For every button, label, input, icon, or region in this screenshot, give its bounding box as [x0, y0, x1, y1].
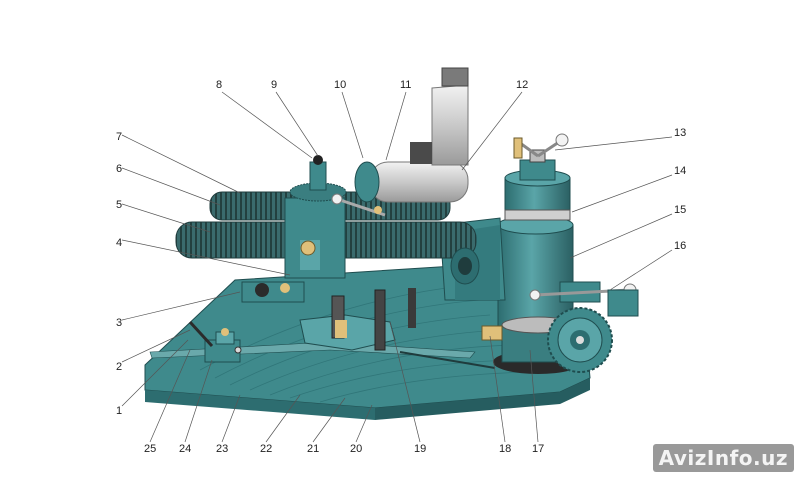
callout-5: 5: [116, 199, 122, 211]
callout-4: 4: [116, 237, 122, 249]
callout-17: 17: [532, 443, 544, 455]
callout-1: 1: [116, 405, 122, 417]
callout-7: 7: [116, 131, 122, 143]
feed-lever: [331, 193, 386, 217]
clamp-block: [241, 281, 305, 303]
watermark: AvizInfo.uz: [652, 444, 794, 472]
callout-21: 21: [307, 443, 319, 455]
top-handle: [513, 133, 569, 159]
callout-25: 25: [144, 443, 156, 455]
carriage-bracket: [299, 288, 416, 351]
left-clamp: [188, 320, 242, 363]
leader-lines: [121, 91, 673, 443]
callout-3: 3: [116, 317, 122, 329]
upper-gear: [289, 155, 347, 202]
callout-10: 10: [334, 79, 346, 91]
callout-11: 11: [400, 79, 411, 91]
callout-23: 23: [216, 443, 228, 455]
callout-24: 24: [179, 443, 191, 455]
callout-8: 8: [216, 79, 222, 91]
side-gear: [529, 281, 639, 373]
callout-labels: 1 2 3 4 5 6 7 8 9 10 11 12 13 14 15 16 1…: [116, 79, 686, 455]
callout-16: 16: [674, 240, 686, 252]
callout-15: 15: [674, 204, 686, 216]
callout-20: 20: [350, 443, 362, 455]
callout-14: 14: [674, 165, 686, 177]
callout-6: 6: [116, 163, 122, 175]
drive-motor: [354, 67, 469, 203]
callout-2: 2: [116, 361, 122, 373]
callout-22: 22: [260, 443, 272, 455]
callout-12: 12: [516, 79, 528, 91]
callout-18: 18: [499, 443, 511, 455]
callout-9: 9: [271, 79, 277, 91]
callout-19: 19: [414, 443, 426, 455]
callout-13: 13: [674, 127, 686, 139]
rotating-head: [504, 149, 571, 221]
saddle: [284, 197, 346, 279]
